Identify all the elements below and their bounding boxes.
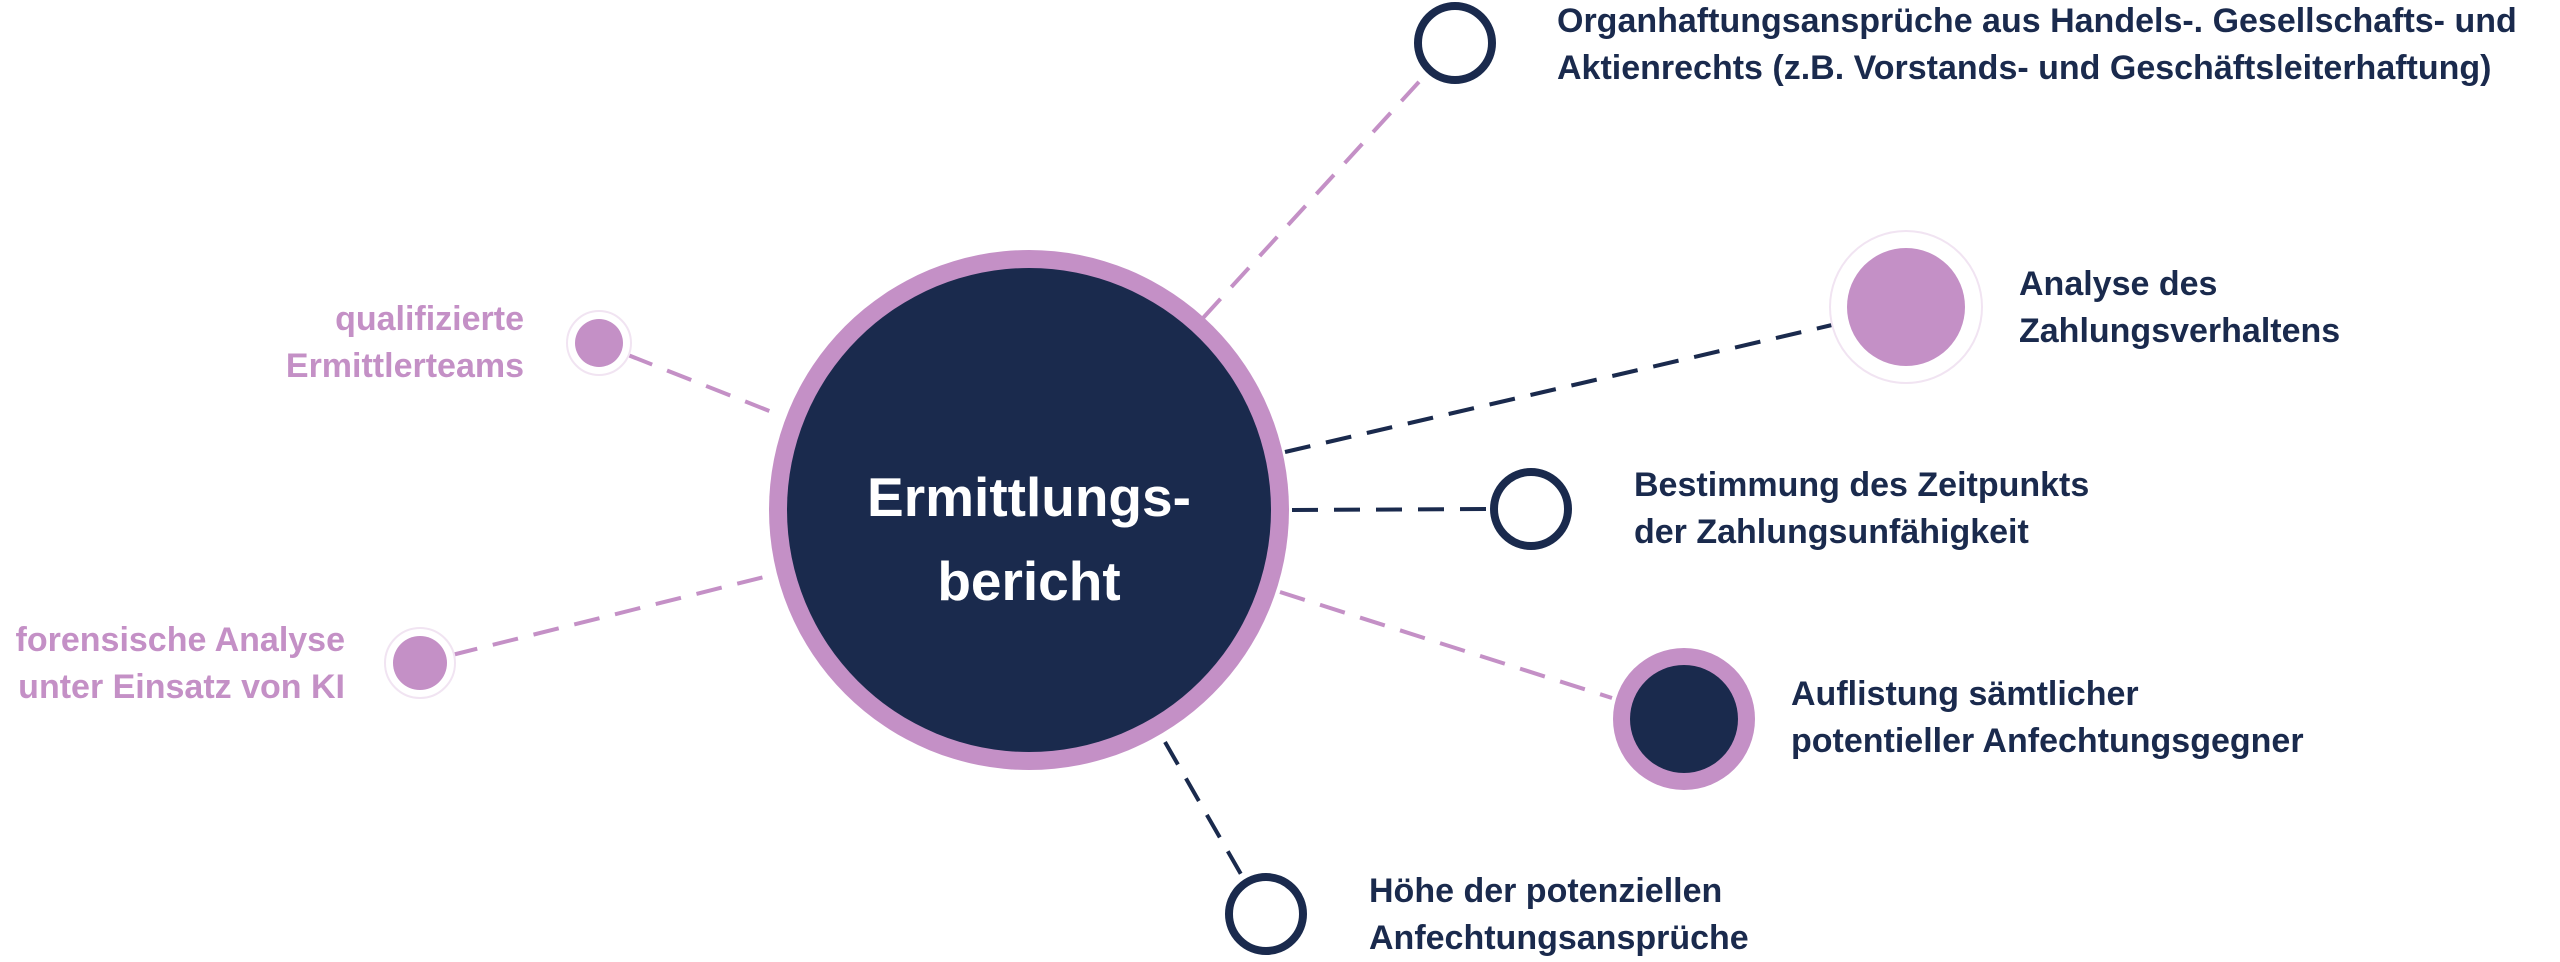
node-marker-forensik xyxy=(393,636,447,690)
connector-anfechtungsansprueche xyxy=(1163,741,1244,877)
label-ermittlerteams-line1: qualifizierte xyxy=(335,300,524,338)
node-marker-anfechtungsansprueche xyxy=(1225,873,1307,955)
node-marker-zahlungsverhalten xyxy=(1847,248,1965,366)
center-title-line2: bericht xyxy=(937,550,1121,612)
label-forensik-line2: unter Einsatz von KI xyxy=(18,668,345,706)
label-zeitpunkt-line2: der Zahlungsunfähigkeit xyxy=(1634,513,2029,551)
label-anfechtungsgegner-line2: potentieller Anfechtungsgegner xyxy=(1791,722,2304,760)
label-organhaftung-line1: Organhaftungsansprüche aus Handels-. Ges… xyxy=(1557,2,2517,40)
node-marker-zeitpunkt xyxy=(1490,468,1572,550)
label-anfechtungsansprueche-line1: Höhe der potenziellen xyxy=(1369,872,1723,910)
center-hub-core xyxy=(787,268,1271,752)
label-anfechtungsansprueche: Höhe der potenziellen Anfechtungsansprüc… xyxy=(1369,868,1749,962)
label-forensik-line1: forensische Analyse xyxy=(15,621,345,659)
connector-anfechtungsgegner xyxy=(1279,590,1613,700)
center-title: Ermittlungs- bericht xyxy=(787,455,1271,623)
label-anfechtungsgegner: Auflistung sämtlicher potentieller Anfec… xyxy=(1791,671,2304,765)
label-organhaftung: Organhaftungsansprüche aus Handels-. Ges… xyxy=(1557,0,2517,92)
label-organhaftung-line2: Aktienrechts (z.B. Vorstands- und Geschä… xyxy=(1557,49,2492,87)
node-marker-anfechtungsgegner xyxy=(1630,665,1738,773)
connector-ermittlerteams xyxy=(627,353,783,418)
label-forensik: forensische Analyse unter Einsatz von KI xyxy=(16,617,345,711)
connector-zeitpunkt xyxy=(1291,507,1491,512)
label-zahlungsverhalten-line1: Analyse des xyxy=(2019,265,2218,303)
connector-zahlungsverhalten xyxy=(1284,323,1833,454)
label-ermittlerteams: qualifizierte Ermittlerteams xyxy=(286,296,524,390)
node-marker-ermittlerteams xyxy=(575,319,623,367)
label-anfechtungsgegner-line1: Auflistung sämtlicher xyxy=(1791,675,2139,713)
center-title-line1: Ermittlungs- xyxy=(867,466,1191,528)
connector-organhaftung xyxy=(1201,70,1430,320)
label-zeitpunkt: Bestimmung des Zeitpunkts der Zahlungsun… xyxy=(1634,462,2089,556)
label-anfechtungsansprueche-line2: Anfechtungsansprüche xyxy=(1369,919,1749,957)
label-ermittlerteams-line2: Ermittlerteams xyxy=(285,347,524,385)
node-marker-organhaftung xyxy=(1414,2,1496,84)
label-zahlungsverhalten: Analyse des Zahlungsverhaltens xyxy=(2019,261,2340,355)
label-zahlungsverhalten-line2: Zahlungsverhaltens xyxy=(2019,312,2341,350)
connector-forensik xyxy=(451,571,781,657)
label-zeitpunkt-line1: Bestimmung des Zeitpunkts xyxy=(1634,466,2090,504)
